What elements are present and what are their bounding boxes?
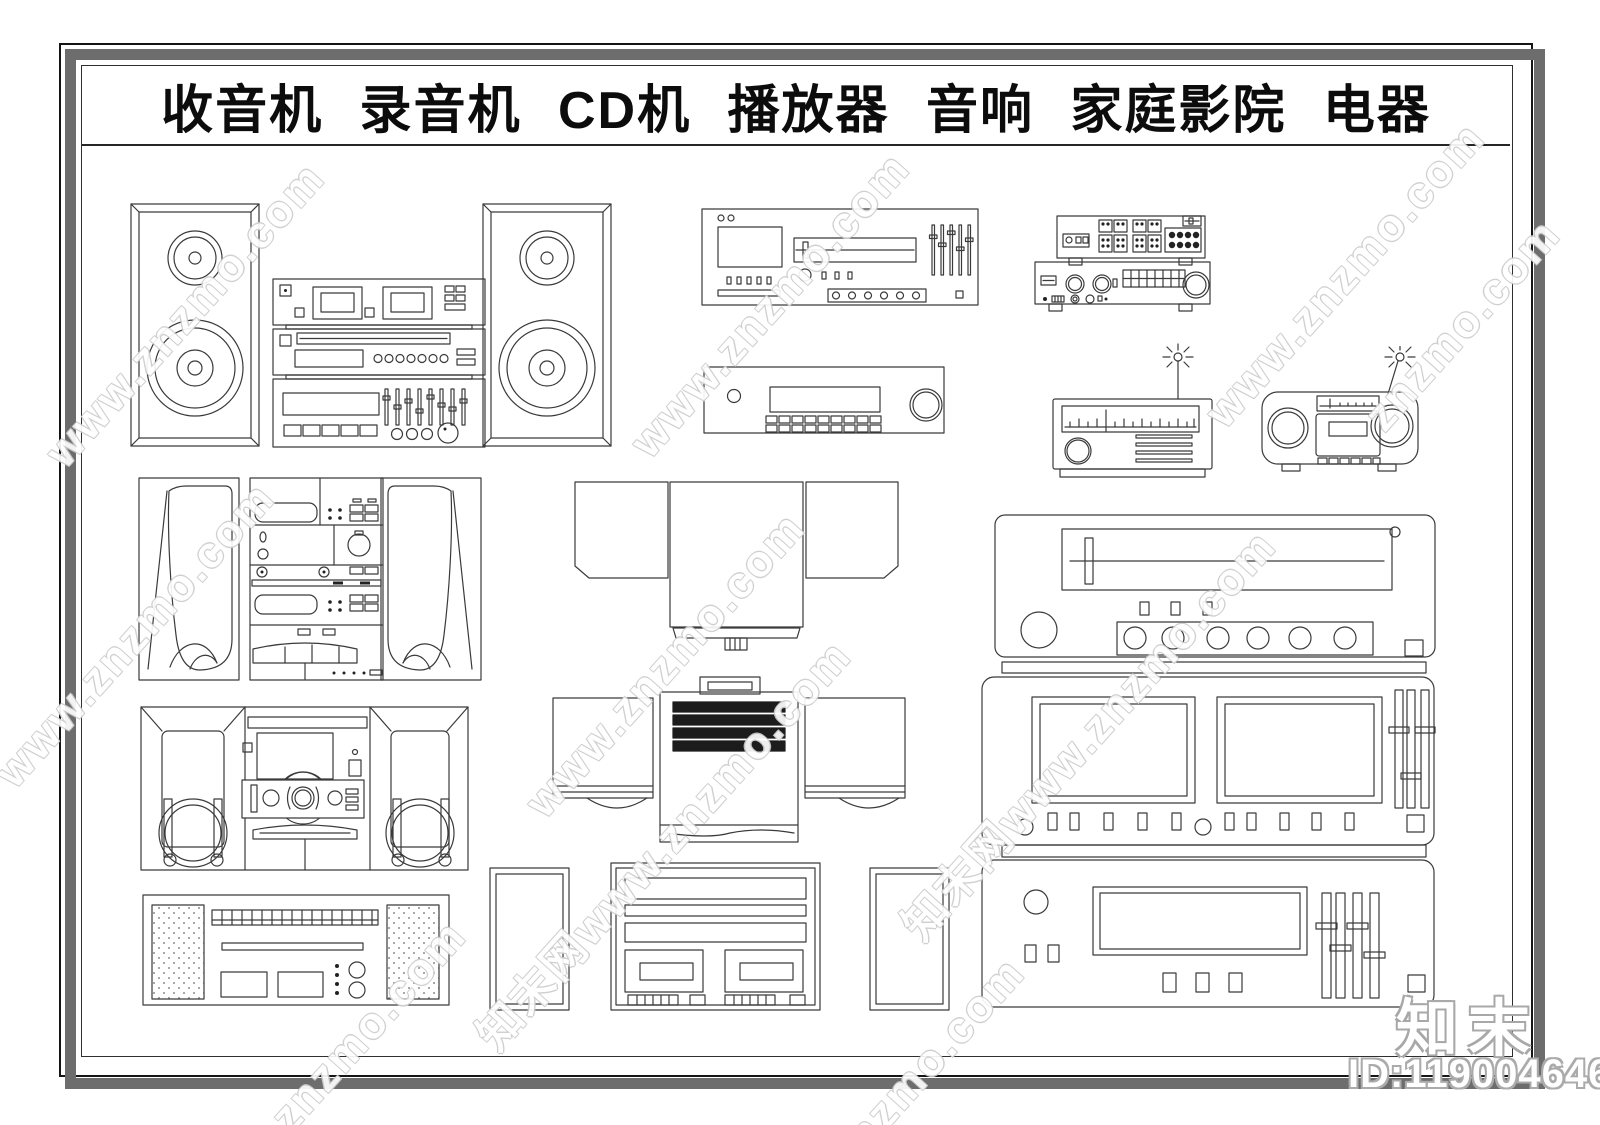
subwoofer-speaker-set-drawing bbox=[550, 673, 914, 850]
amplifier-front-drawing bbox=[1033, 258, 1213, 321]
sheet-id: ID:1190046462 bbox=[1348, 1052, 1600, 1096]
bookshelf-speaker-left-drawing bbox=[489, 866, 571, 1017]
frame-outer-line bbox=[59, 43, 1533, 1077]
tower-speaker-left-drawing bbox=[130, 203, 260, 452]
title-band: 收音机 录音机 CD机 播放器 音响 家庭影院 电器 bbox=[82, 66, 1510, 146]
frame-gray-band bbox=[65, 49, 1545, 1089]
dual-cassette-deck-drawing bbox=[610, 862, 822, 1017]
three-speaker-set-drawing bbox=[573, 480, 903, 661]
hifi-rack-stack-drawing bbox=[978, 505, 1440, 1015]
page-title: 收音机 录音机 CD机 播放器 音响 家庭影院 电器 bbox=[161, 81, 1431, 140]
antenna-boombox-drawing bbox=[1256, 345, 1428, 483]
tower-speaker-right-drawing bbox=[482, 203, 612, 452]
antenna-radio-drawing bbox=[1048, 343, 1218, 484]
midi-hifi-system-drawing bbox=[140, 703, 470, 878]
site-logo: 知末 bbox=[1396, 995, 1541, 1064]
bookshelf-speaker-right-drawing bbox=[869, 866, 951, 1017]
compact-hifi-system-drawing bbox=[138, 477, 482, 688]
stereo-receiver-drawing bbox=[700, 207, 982, 312]
cassette-radio-deck-drawing bbox=[142, 891, 452, 1016]
digital-tuner-drawing bbox=[703, 365, 949, 442]
component-stack-drawing bbox=[272, 278, 486, 455]
